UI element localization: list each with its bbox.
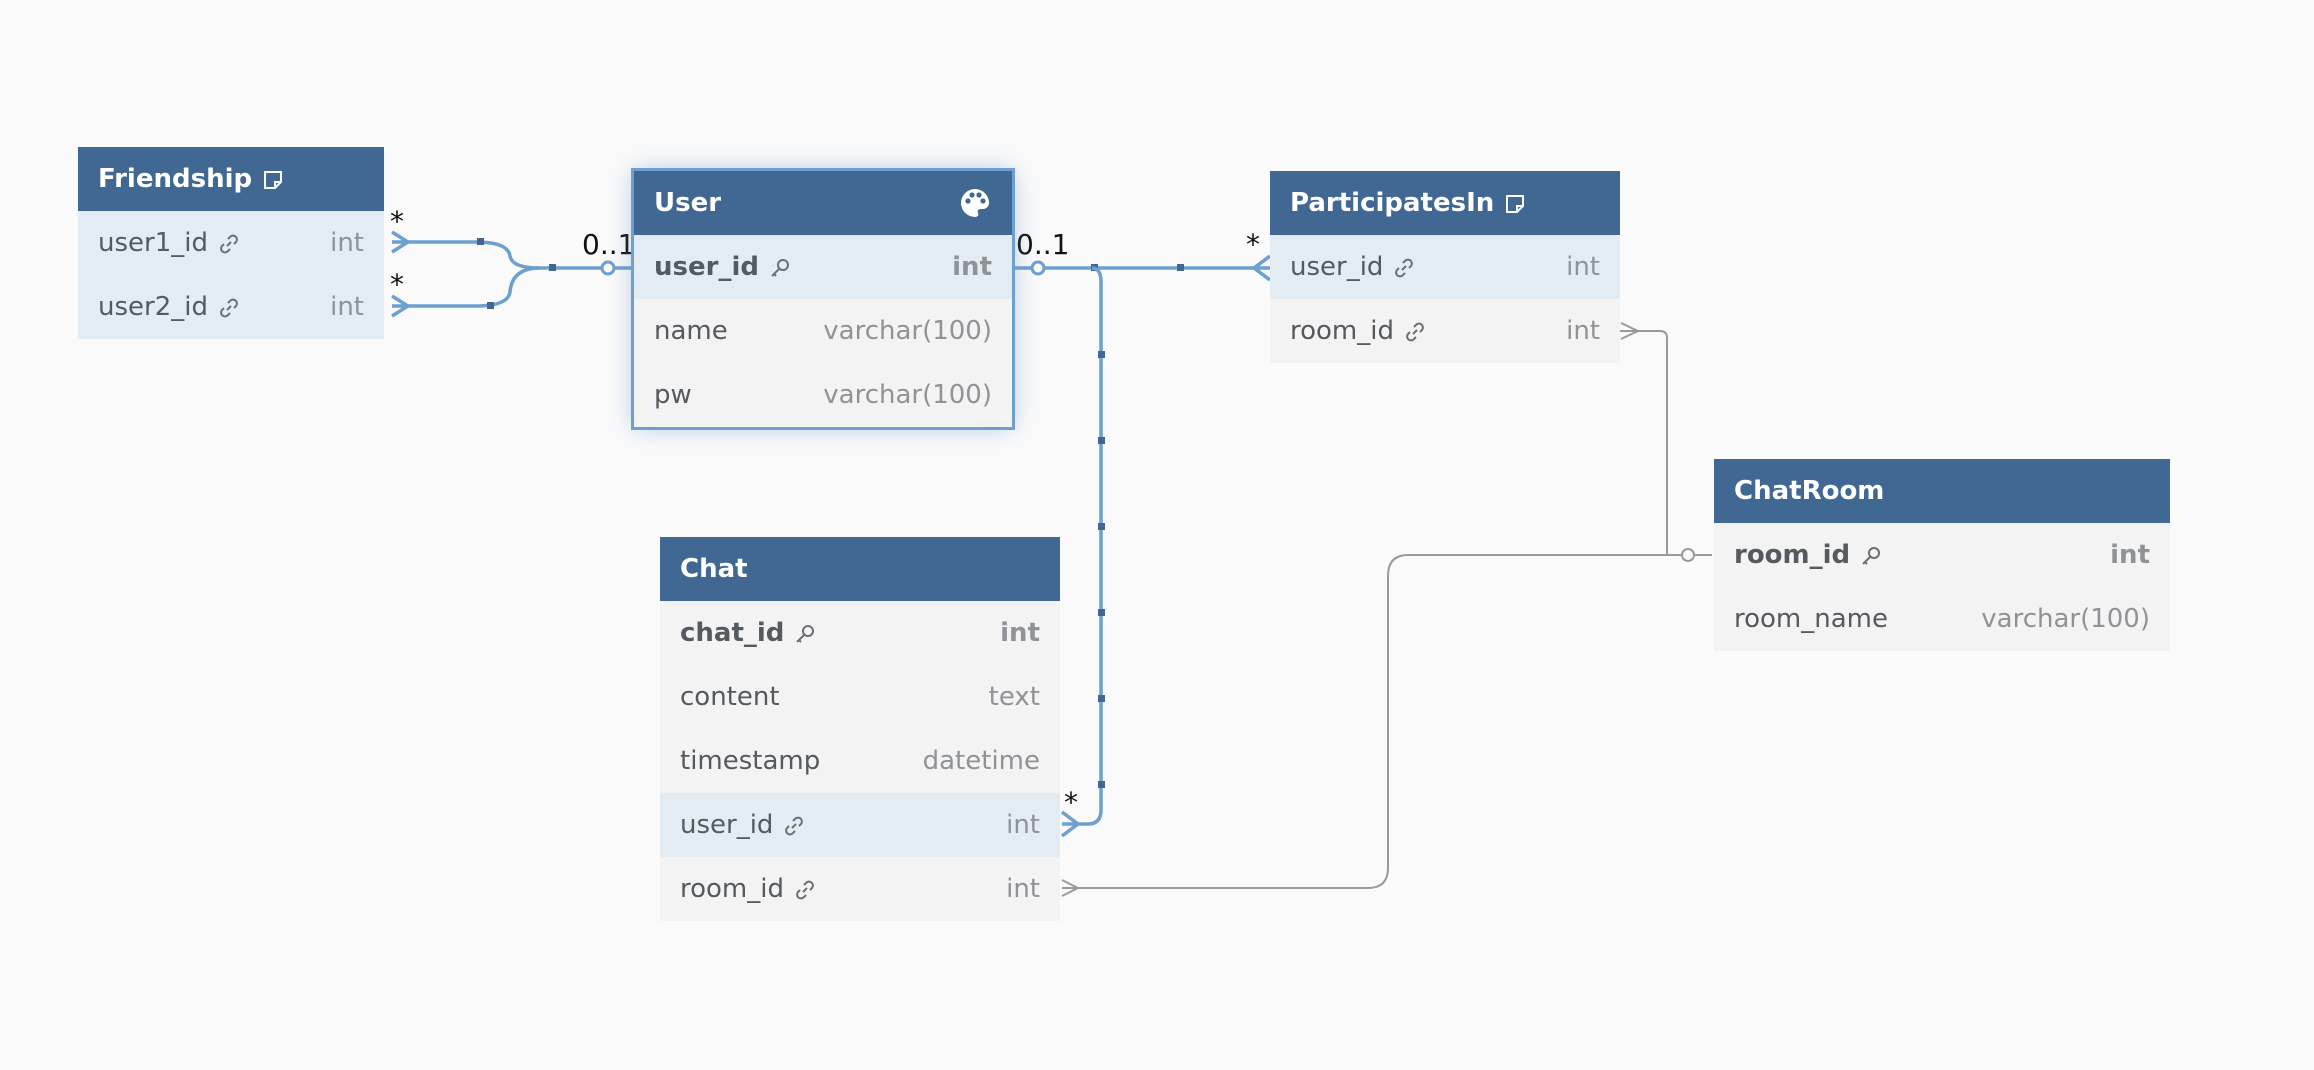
crowfoot-participatesin-room [1620,322,1641,340]
field-row[interactable]: user_id int [1270,235,1620,299]
table-header[interactable]: ChatRoom [1714,459,2170,523]
field-type: int [1000,618,1040,648]
field-row[interactable]: room_id int [1270,299,1620,363]
zero-one-marker-chatroom [1681,548,1695,562]
link-chat-to-chatroom [1062,554,1682,889]
table-header[interactable]: User [634,171,1012,235]
link-handle [1098,523,1105,530]
link-handle [1098,609,1105,616]
field-type: int [952,252,992,282]
link-handle [1098,781,1105,788]
cardinality-participatesin-user: * [1246,228,1260,261]
crowfoot-chat-room [1061,879,1081,897]
cardinality-friendship-user1: * [390,205,404,238]
table-header[interactable]: Friendship [78,147,384,211]
link-user-to-chat [1062,266,1103,826]
link-icon [1404,320,1426,342]
field-name: room_id [1734,540,1851,570]
cardinality-user-right: 0..1 [1016,228,1070,261]
link-handle [477,238,484,245]
link-handle [487,302,494,309]
link-handle [549,264,556,271]
note-icon[interactable] [262,168,284,190]
field-row[interactable]: user1_id int [78,211,384,275]
field-name: chat_id [680,618,785,648]
field-type: int [1006,874,1040,904]
link-handle [1091,264,1098,271]
table-header[interactable]: Chat [660,537,1060,601]
table-title: ChatRoom [1734,476,1885,506]
field-name: room_id [680,874,784,904]
link-friendship-user2-to-user [392,266,541,308]
field-type: int [1006,810,1040,840]
field-type: int [330,292,364,322]
field-row[interactable]: room_id int [660,857,1060,921]
field-row[interactable]: pw varchar(100) [634,363,1012,427]
palette-icon[interactable] [958,186,992,220]
field-row[interactable]: chat_id int [660,601,1060,665]
link-icon [783,814,805,836]
field-name: pw [654,380,692,410]
field-name: user_id [654,252,759,282]
table-title: ParticipatesIn [1290,188,1495,218]
field-type: int [2110,540,2150,570]
field-type: varchar(100) [823,380,992,410]
field-row[interactable]: room_id int [1714,523,2170,587]
cardinality-chat-user: * [1064,786,1078,819]
table-title: Friendship [98,164,253,194]
key-icon [769,256,791,278]
field-type: text [988,682,1040,712]
field-row[interactable]: user_id int [660,793,1060,857]
field-name: name [654,316,728,346]
field-type: int [1566,252,1600,282]
field-name: timestamp [680,746,821,776]
zero-one-marker-user-right [1030,260,1046,276]
link-handle [1098,437,1105,444]
field-row[interactable]: user_id int [634,235,1012,299]
field-type: varchar(100) [1981,604,2150,634]
table-friendship[interactable]: Friendship user1_id int user2_id int [78,147,384,339]
link-handle [1098,351,1105,358]
field-name: content [680,682,780,712]
note-icon[interactable] [1504,192,1526,214]
link-icon [794,878,816,900]
link-icon [1393,256,1415,278]
link-participatesin-to-chatroom [1620,330,1712,556]
table-user[interactable]: User user_id int name varchar(100) pw va… [631,168,1015,430]
table-chat[interactable]: Chat chat_id int content text timestamp … [660,537,1060,921]
link-handle [1098,695,1105,702]
field-row[interactable]: user2_id int [78,275,384,339]
table-title: User [654,188,722,218]
cardinality-user-left: 0..1 [582,228,636,261]
field-name: room_name [1734,604,1888,634]
link-friendship-user1-to-user [392,240,608,270]
field-name: user2_id [98,292,208,322]
field-row[interactable]: timestamp datetime [660,729,1060,793]
field-row[interactable]: room_name varchar(100) [1714,587,2170,651]
field-type: int [330,228,364,258]
zero-one-marker-user-left [600,260,616,276]
table-header[interactable]: ParticipatesIn [1270,171,1620,235]
field-type: datetime [922,746,1040,776]
field-row[interactable]: name varchar(100) [634,299,1012,363]
field-row[interactable]: content text [660,665,1060,729]
table-participatesin[interactable]: ParticipatesIn user_id int room_id int [1270,171,1620,363]
link-handle [1177,264,1184,271]
key-icon [794,622,816,644]
field-type: varchar(100) [823,316,992,346]
cardinality-friendship-user2: * [390,268,404,301]
key-icon [1860,544,1882,566]
field-name: user_id [1290,252,1384,282]
table-title: Chat [680,554,748,584]
link-icon [218,232,240,254]
field-name: user_id [680,810,774,840]
field-name: user1_id [98,228,208,258]
link-icon [218,296,240,318]
field-type: int [1566,316,1600,346]
table-chatroom[interactable]: ChatRoom room_id int room_name varchar(1… [1714,459,2170,651]
field-name: room_id [1290,316,1394,346]
